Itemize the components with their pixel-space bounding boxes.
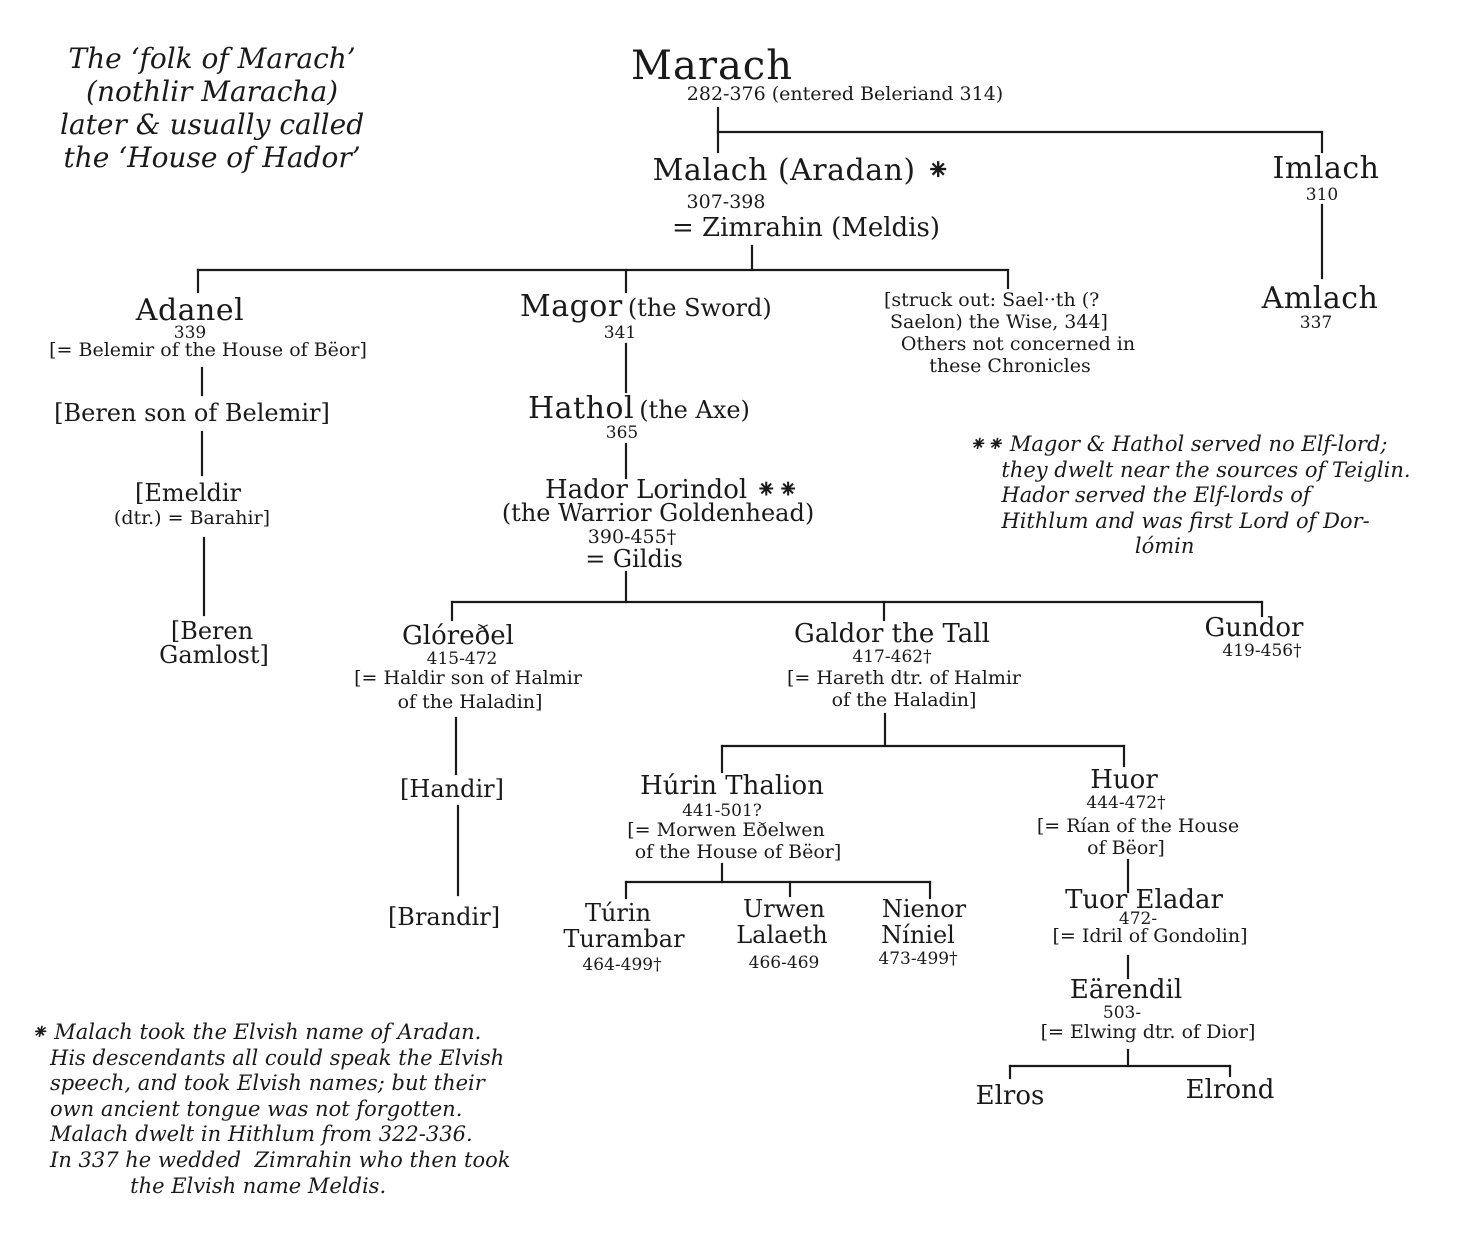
person-beren-son-of-belemir: [Beren son of Belemir] — [54, 399, 330, 427]
person-imlach: Imlach — [1272, 151, 1380, 186]
person-hador-dates: 390-455† — [587, 526, 677, 548]
person-elros: Elros — [975, 1081, 1045, 1111]
person-tuor-spouse: [= Idril of Gondolin] — [1052, 925, 1248, 947]
person-gundor: Gundor — [1204, 613, 1304, 643]
person-adanel-dates: 339 — [173, 323, 207, 343]
hador-footnote: ⁕⁕ Magor & Hathol served no Elf-lord; th… — [968, 432, 1411, 559]
person-hurin-spouse-2: of the House of Bëor] — [634, 841, 842, 863]
chart-title: The ‘folk of Marach’ (nothlir Maracha) l… — [60, 42, 365, 175]
person-amlach: Amlach — [1261, 281, 1379, 316]
person-emeldir-spouse: (dtr.) = Barahir] — [113, 507, 271, 529]
person-urwen-1: Urwen — [743, 895, 825, 923]
person-adanel: Adanel — [135, 293, 245, 328]
person-malach: Malach (Aradan) ⁕ — [652, 153, 952, 188]
person-marach: Marach — [631, 43, 793, 89]
person-gloredel-dates: 415-472 — [426, 649, 498, 669]
person-malach-dates: 307-398 — [686, 191, 766, 213]
person-galdor-dates: 417-462† — [852, 647, 932, 667]
person-magor-dates: 341 — [603, 323, 637, 343]
person-adanel-spouse: [= Belemir of the House of Bëor] — [49, 339, 367, 361]
person-magor: Magor (the Sword) — [520, 290, 772, 323]
person-tuor-dates: 472- — [1118, 909, 1158, 929]
person-hurin-dates: 441-501? — [682, 801, 762, 821]
person-nienor-1: Nienor — [881, 895, 967, 923]
person-handir: [Handir] — [400, 775, 504, 803]
person-gundor-dates: 419-456† — [1222, 641, 1302, 661]
person-beren-gamlost-1: [Beren — [170, 617, 254, 645]
person-huor-dates: 444-472† — [1086, 793, 1166, 813]
person-malach-spouse: = Zimrahin (Meldis) — [672, 213, 940, 243]
person-galdor: Galdor the Tall — [794, 619, 990, 649]
person-amlach-dates: 337 — [1299, 313, 1333, 333]
person-hathol-name: Hathol — [528, 391, 635, 426]
person-magor-name: Magor — [520, 289, 623, 324]
person-huor-spouse-1: [= Rían of the House — [1036, 815, 1240, 837]
person-urwen-2: Lalaeth — [736, 921, 828, 949]
person-galdor-spouse-2: of the Haladin] — [831, 689, 977, 711]
malach-footnote: ⁕ Malach took the Elvish name of Aradan.… — [30, 1020, 511, 1198]
person-nienor-2: Níniel — [881, 921, 955, 949]
person-hador-spouse: = Gildis — [585, 545, 683, 573]
person-elrond: Elrond — [1185, 1075, 1275, 1105]
person-huor-spouse-2: of Bëor] — [1087, 837, 1165, 859]
person-magor-epithet: (the Sword) — [627, 294, 772, 322]
person-emeldir: [Emeldir — [134, 479, 242, 507]
person-hurin-spouse-1: [= Morwen Eðelwen — [627, 819, 825, 841]
person-hathol-epithet: (the Axe) — [639, 396, 750, 424]
others-note-2: these Chronicles — [929, 355, 1091, 377]
person-beren-gamlost-2: Gamlost] — [159, 641, 269, 669]
person-urwen-dates: 466-469 — [748, 953, 820, 973]
person-brandir: [Brandir] — [387, 903, 501, 931]
person-hurin: Húrin Thalion — [640, 771, 824, 801]
struck-out-note-2: Saelon) the Wise, 344] — [890, 311, 1108, 333]
others-note-1: Others not concerned in — [900, 333, 1136, 355]
person-imlach-dates: 310 — [1305, 185, 1339, 205]
person-earendil-dates: 503- — [1102, 1003, 1142, 1023]
person-turin-dates: 464-499† — [582, 955, 662, 975]
person-tuor: Tuor Eladar — [1065, 885, 1223, 915]
person-galdor-spouse-1: [= Hareth dtr. of Halmir — [786, 667, 1022, 689]
struck-out-note-1: [struck out: Sael··th (? — [884, 289, 1100, 311]
person-hathol: Hathol (the Axe) — [528, 392, 750, 425]
person-gloredel: Glóreðel — [402, 621, 514, 651]
person-earendil-spouse: [= Elwing dtr. of Dior] — [1040, 1021, 1256, 1043]
person-turin-2: Turambar — [563, 925, 685, 953]
person-huor: Huor — [1090, 765, 1158, 795]
person-gloredel-spouse-1: [= Haldir son of Halmir — [354, 667, 582, 689]
person-earendil: Eärendil — [1069, 975, 1183, 1005]
person-hador-epithet: (the Warrior Goldenhead) — [501, 499, 815, 527]
person-nienor-dates: 473-499† — [878, 949, 958, 969]
person-hador: Hador Lorindol ⁕⁕ — [544, 475, 800, 505]
person-gloredel-spouse-2: of the Haladin] — [397, 691, 543, 713]
person-hathol-dates: 365 — [605, 423, 639, 443]
person-turin-1: Túrin — [584, 899, 652, 927]
person-marach-dates: 282-376 (entered Beleriand 314) — [686, 83, 1004, 105]
